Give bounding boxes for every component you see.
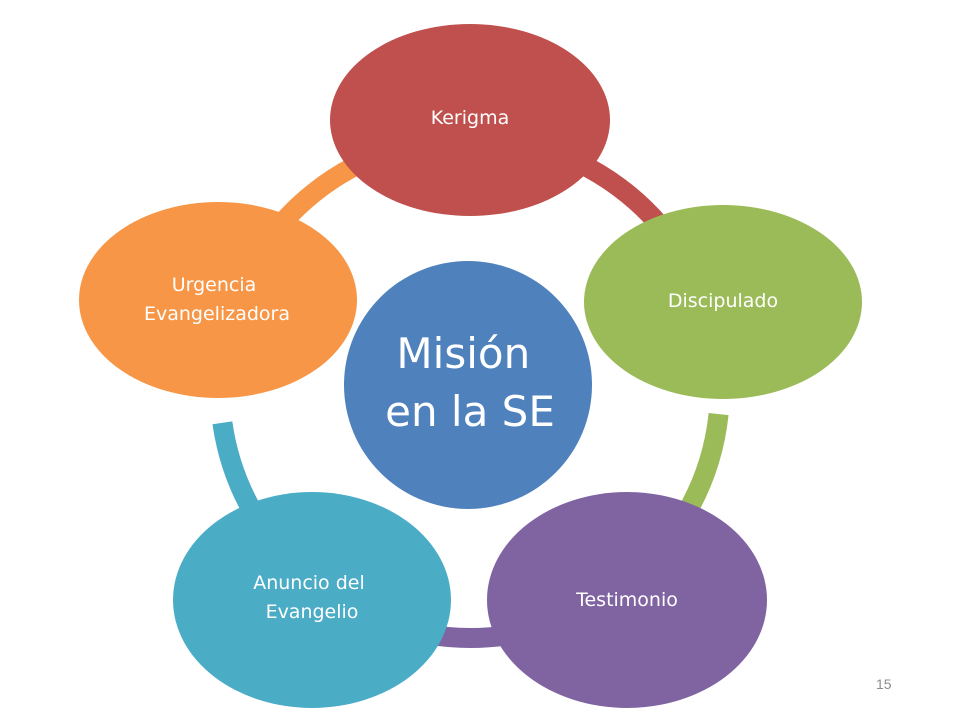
node-kerigma-ellipse xyxy=(330,24,610,216)
center-node: Misión en la SE xyxy=(344,261,592,509)
center-label-line-1: Misión xyxy=(396,329,530,378)
node-testimonio: Testimonio xyxy=(487,492,767,708)
node-urgencia-label: Urgencia Evangelizadora xyxy=(144,274,290,325)
node-discipulado-label: Discipulado xyxy=(668,290,778,312)
node-urgencia-ellipse xyxy=(79,202,357,398)
node-anuncio-ellipse xyxy=(173,492,451,708)
center-label: Misión en la SE xyxy=(385,329,555,436)
node-discipulado-ellipse xyxy=(584,205,862,399)
center-circle xyxy=(344,261,592,509)
node-testimonio-ellipse xyxy=(487,492,767,708)
node-kerigma-label: Kerigma xyxy=(431,107,510,129)
node-kerigma: Kerigma xyxy=(330,24,610,216)
center-label-line-2: en la SE xyxy=(385,387,555,436)
node-discipulado: Discipulado xyxy=(584,205,862,399)
node-urgencia-evangelizadora: Urgencia Evangelizadora xyxy=(79,202,357,398)
node-anuncio-del-evangelio: Anuncio del Evangelio xyxy=(173,492,451,708)
node-anuncio-label: Anuncio del Evangelio xyxy=(253,572,371,623)
page-number: 15 xyxy=(876,676,892,692)
node-testimonio-label: Testimonio xyxy=(575,589,678,611)
